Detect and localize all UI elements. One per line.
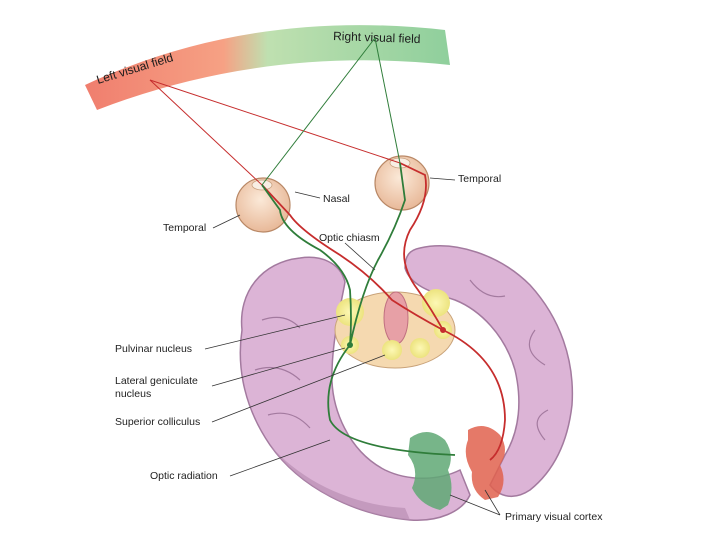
leader-optic-chiasm bbox=[344, 242, 376, 271]
pathway-right-field bbox=[261, 162, 456, 456]
light-rays bbox=[149, 37, 401, 186]
label-temporal-right: Temporal bbox=[458, 173, 501, 185]
label-nasal: Nasal bbox=[323, 193, 350, 205]
right-visual-field-label: Right visual field bbox=[333, 29, 421, 46]
sulcus-right-1 bbox=[469, 279, 549, 441]
leader-primary-visual-cortex bbox=[449, 489, 501, 516]
label-optic-radiation: Optic radiation bbox=[150, 470, 218, 482]
superior-colliculus-left bbox=[382, 340, 402, 360]
label-primary-visual-cortex: Primary visual cortex bbox=[505, 511, 603, 523]
visual-field-band bbox=[85, 25, 450, 110]
pulvinar-nucleus-right bbox=[422, 289, 450, 317]
leader-nasal bbox=[294, 191, 321, 199]
label-lgn-line2: nucleus bbox=[115, 388, 151, 400]
leader-superior-colliculus bbox=[211, 354, 386, 423]
third-ventricle bbox=[383, 291, 409, 345]
sulcus-left-1 bbox=[254, 316, 311, 429]
label-pulvinar-nucleus: Pulvinar nucleus bbox=[115, 343, 192, 355]
visual-cortex-right bbox=[465, 426, 505, 500]
label-temporal-left: Temporal bbox=[163, 222, 206, 234]
leader-temporal-right bbox=[429, 177, 456, 181]
label-superior-colliculus: Superior colliculus bbox=[115, 416, 200, 428]
label-optic-chiasm: Optic chiasm bbox=[319, 232, 380, 244]
visual-cortex-left bbox=[408, 431, 452, 510]
superior-colliculus-right bbox=[410, 338, 430, 358]
pathway-left-field bbox=[261, 162, 506, 461]
leader-lgn bbox=[211, 347, 346, 387]
lgn-right-synapse bbox=[440, 327, 446, 333]
leader-optic-radiation bbox=[229, 439, 331, 477]
lgn-left-synapse bbox=[347, 342, 353, 348]
brain-cut-surface bbox=[270, 445, 410, 520]
left-eye bbox=[235, 177, 291, 233]
leader-temporal-left bbox=[212, 214, 241, 229]
label-lgn-line1: Lateral geniculate bbox=[115, 375, 198, 387]
leader-pulvinar bbox=[204, 314, 346, 350]
